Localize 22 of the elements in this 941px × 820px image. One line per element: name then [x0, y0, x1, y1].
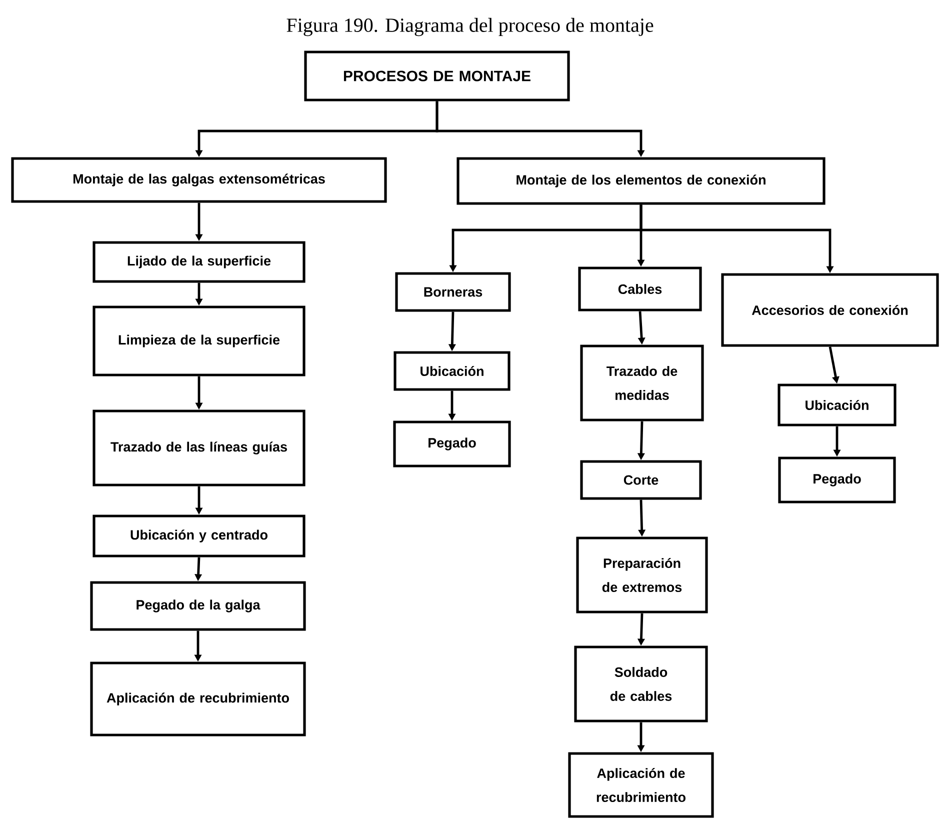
process-box: Ubicación y centrado [92, 514, 306, 558]
process-box: Aplicación de recubrimiento [90, 662, 306, 736]
process-box: Montaje de las galgas extensométricas [11, 157, 387, 203]
process-box: PROCESOS DE MONTAJE [304, 50, 570, 102]
process-box: Ubicación [778, 384, 896, 426]
process-box: Accesorios de conexión [721, 273, 939, 347]
process-box: Pegado de la galga [90, 581, 306, 631]
process-box: Trazado de medidas [580, 344, 704, 422]
process-box: Borneras [395, 272, 511, 312]
caption: Figura 190. Diagrama del proceso de montaje [286, 18, 654, 36]
process-box: Limpieza de la superficie [92, 306, 306, 376]
process-box: Pegado [393, 420, 511, 468]
process-box: Ubicación [394, 351, 510, 391]
process-box: Preparación de extremos [576, 536, 708, 614]
process-box: Lijado de la superficie [92, 241, 306, 283]
process-box: Cables [578, 266, 702, 312]
process-box: Soldado de cables [574, 646, 708, 722]
process-box: Montaje de los elementos de conexión [456, 157, 826, 205]
process-box: Aplicación de recubrimiento [568, 752, 714, 818]
process-box: Pegado [778, 456, 896, 504]
process-box: Corte [580, 460, 702, 500]
process-box: Trazado de las líneas guías [92, 410, 306, 486]
